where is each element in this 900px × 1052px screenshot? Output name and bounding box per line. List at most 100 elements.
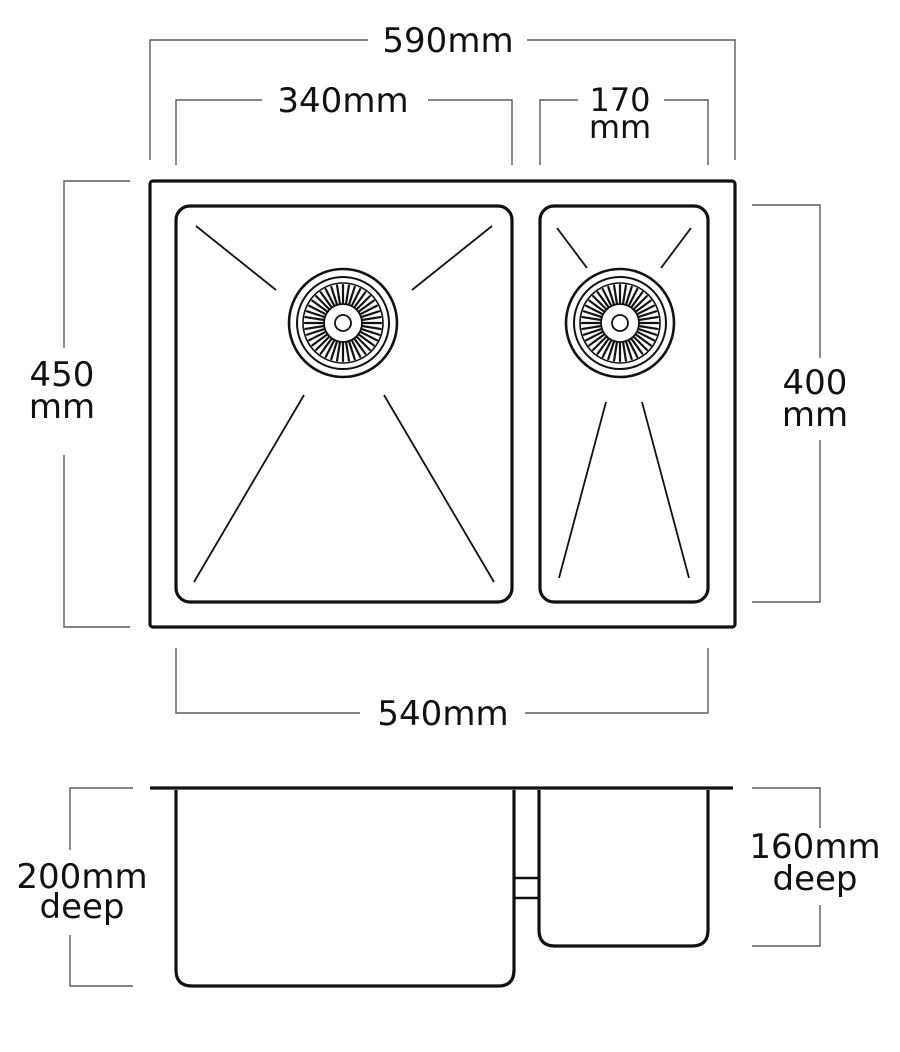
- drain-slot: [304, 315, 325, 321]
- drain-slot: [627, 288, 639, 307]
- drain-slot: [582, 310, 603, 318]
- bowl-length-line-top: [752, 204, 821, 358]
- drain-slot: [588, 299, 605, 313]
- small-bowl: [538, 204, 710, 604]
- overall-width-line-left: [149, 39, 368, 160]
- drain-slot: [353, 291, 367, 308]
- drain-slot: [596, 338, 610, 355]
- drain-slot: [635, 333, 652, 347]
- drain-slot: [305, 328, 326, 336]
- drain-slot: [335, 284, 341, 305]
- small-bowl-width-line-right: [664, 99, 709, 165]
- drain-slot: [359, 304, 378, 316]
- bowl-length-value: 400: [783, 363, 848, 403]
- large-bowl-depth-line-top: [69, 787, 133, 850]
- drain-slot: [304, 325, 325, 331]
- drain-slot: [630, 291, 644, 308]
- drain-slot: [308, 330, 327, 342]
- bowls-span-dimension: 540mm: [175, 648, 709, 734]
- drain-slot: [601, 288, 613, 307]
- drain-slot: [636, 330, 655, 342]
- large-bowl-groove-top-left: [195, 225, 277, 291]
- large-bowl-outline: [174, 204, 514, 604]
- drain-slot: [360, 328, 381, 336]
- large-bowl-width-label: 340mm: [277, 81, 408, 121]
- drain-slot: [358, 299, 375, 313]
- large-bowl-drain-icon: [287, 267, 399, 379]
- drain-outer-ring: [564, 267, 676, 379]
- drain-slot: [319, 291, 333, 308]
- large-bowl-depth-line-bottom: [69, 935, 133, 987]
- drain-slot: [637, 310, 658, 318]
- large-bowl-groove-bottom-left: [193, 394, 305, 583]
- drain-slot: [315, 295, 330, 310]
- drain-slot: [585, 330, 604, 342]
- drain-center-knob: [611, 314, 629, 332]
- drain-slot: [607, 285, 615, 306]
- small-bowl-groove-top-left: [556, 227, 588, 269]
- drain-slot: [330, 340, 338, 361]
- drain-slot: [315, 336, 330, 351]
- small-bowl-width-dimension: 170 mm: [539, 81, 709, 165]
- drain-slot: [319, 338, 333, 355]
- drain-slot: [350, 339, 362, 358]
- small-bowl-outline: [538, 204, 710, 604]
- overall-depth-line-bottom: [63, 455, 130, 628]
- drain-flange-ring: [573, 276, 667, 370]
- overall-depth-line-top: [63, 180, 130, 348]
- drain-flange-ring: [296, 276, 390, 370]
- small-bowl-width-unit: mm: [589, 108, 651, 146]
- drain-slot: [633, 295, 648, 310]
- large-bowl-depth-dimension: 200mm deep: [16, 787, 148, 987]
- drain-slot: [581, 315, 602, 321]
- drain-slot: [627, 339, 639, 358]
- small-bowl-width-line-left: [539, 99, 578, 165]
- drain-slot: [592, 295, 607, 310]
- large-bowl-depth-unit: deep: [40, 887, 125, 927]
- large-bowl-width-dimension: 340mm: [175, 81, 513, 165]
- drain-outer-ring: [287, 267, 399, 379]
- drain-slot: [356, 295, 371, 310]
- overall-width-line-right: [527, 39, 736, 160]
- small-bowl-groove-bottom-left: [558, 401, 607, 579]
- drain-slot: [359, 330, 378, 342]
- small-bowl-groove-top-right: [660, 227, 692, 269]
- large-bowl: [174, 204, 514, 604]
- small-bowl-width-value: 170: [589, 81, 650, 119]
- drain-slot: [335, 341, 341, 362]
- bowl-length-line-bottom: [752, 440, 821, 603]
- drain-slot: [637, 328, 658, 336]
- drain-slot: [638, 315, 659, 321]
- drain-slot: [582, 328, 603, 336]
- side-view-large-bowl: [174, 790, 516, 988]
- drain-slot: [612, 284, 618, 305]
- drain-slot: [581, 325, 602, 331]
- drain-slot: [358, 333, 375, 347]
- small-bowl-groove-bottom-right: [641, 401, 690, 579]
- bowls-span-line-left: [175, 648, 360, 714]
- overall-width-label: 590mm: [382, 21, 513, 61]
- sink-side-view: [150, 786, 733, 988]
- drain-slot: [305, 310, 326, 318]
- sink-top-view: [148, 179, 737, 629]
- drain-slot: [348, 285, 356, 306]
- drain-slot: [324, 288, 336, 307]
- drain-slot: [330, 285, 338, 306]
- drain-center-knob: [334, 314, 352, 332]
- large-bowl-depth-value: 200mm: [16, 857, 147, 897]
- drain-slot: [625, 340, 633, 361]
- overall-depth-unit: mm: [29, 387, 95, 427]
- drain-slot: [361, 315, 382, 321]
- side-view-small-bowl: [537, 790, 710, 948]
- small-bowl-depth-value: 160mm: [749, 827, 880, 867]
- bowls-span-line-right: [525, 648, 709, 714]
- drain-slot: [638, 325, 659, 331]
- drain-slot: [630, 338, 644, 355]
- small-bowl-depth-line-top: [752, 787, 821, 828]
- small-bowl-depth-unit: deep: [773, 859, 858, 899]
- large-bowl-width-line-right: [428, 99, 513, 165]
- large-bowl-groove-bottom-right: [383, 394, 495, 583]
- drain-slot: [345, 284, 351, 305]
- bowls-span-label: 540mm: [377, 694, 508, 734]
